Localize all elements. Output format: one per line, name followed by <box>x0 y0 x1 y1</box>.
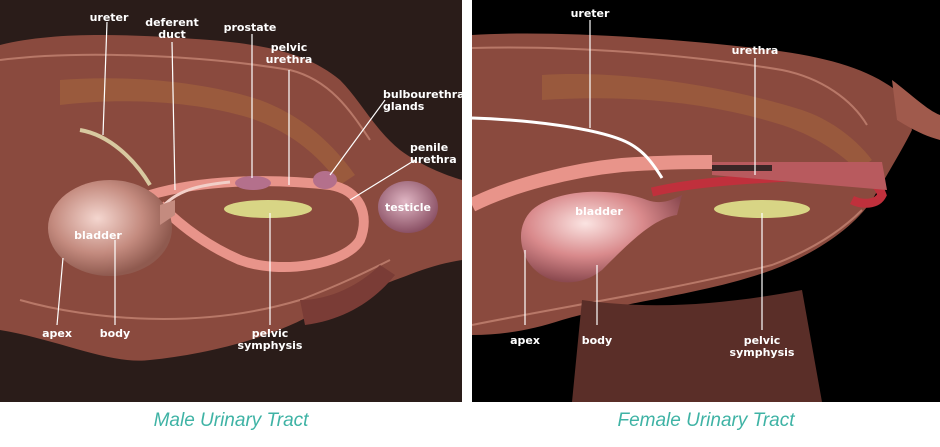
female-caption: Female Urinary Tract <box>617 410 795 431</box>
female-anatomy-illustration: ureter urethra bladder apex body pelvic … <box>472 0 940 402</box>
label-urethra: urethra <box>732 44 779 57</box>
label-bulbourethral-line2: glands <box>383 100 425 113</box>
label-pelvic-symphysis-line2: symphysis <box>238 339 303 352</box>
label-body: body <box>582 334 612 347</box>
label-bulbourethral-line1: bulbourethral <box>383 88 462 101</box>
label-apex: apex <box>42 327 72 340</box>
label-prostate: prostate <box>224 21 277 34</box>
label-penile-urethra-line2: urethra <box>410 153 457 166</box>
label-bladder: bladder <box>575 205 623 218</box>
label-penile-urethra-line1: penile <box>410 141 448 154</box>
label-pelvic-symphysis-line1: pelvic <box>252 327 289 340</box>
label-apex: apex <box>510 334 540 347</box>
label-body: body <box>100 327 130 340</box>
female-diagram-panel: ureter urethra bladder apex body pelvic … <box>472 0 940 402</box>
label-testicle: testicle <box>385 201 431 214</box>
label-pelvic-symphysis-line2: symphysis <box>730 346 795 359</box>
male-anatomy-illustration: ureter deferent duct prostate pelvic ure… <box>0 0 462 402</box>
label-bladder: bladder <box>74 229 122 242</box>
label-ureter: ureter <box>90 11 129 24</box>
label-pelvic-urethra-line1: pelvic <box>271 41 308 54</box>
label-deferent-duct-line2: duct <box>158 28 185 41</box>
male-diagram-panel: ureter deferent duct prostate pelvic ure… <box>0 0 462 402</box>
label-ureter: ureter <box>571 7 610 20</box>
label-deferent-duct-line1: deferent <box>145 16 199 29</box>
male-caption: Male Urinary Tract <box>153 410 309 431</box>
label-pelvic-symphysis-line1: pelvic <box>744 334 781 347</box>
label-pelvic-urethra-line2: urethra <box>266 53 313 66</box>
